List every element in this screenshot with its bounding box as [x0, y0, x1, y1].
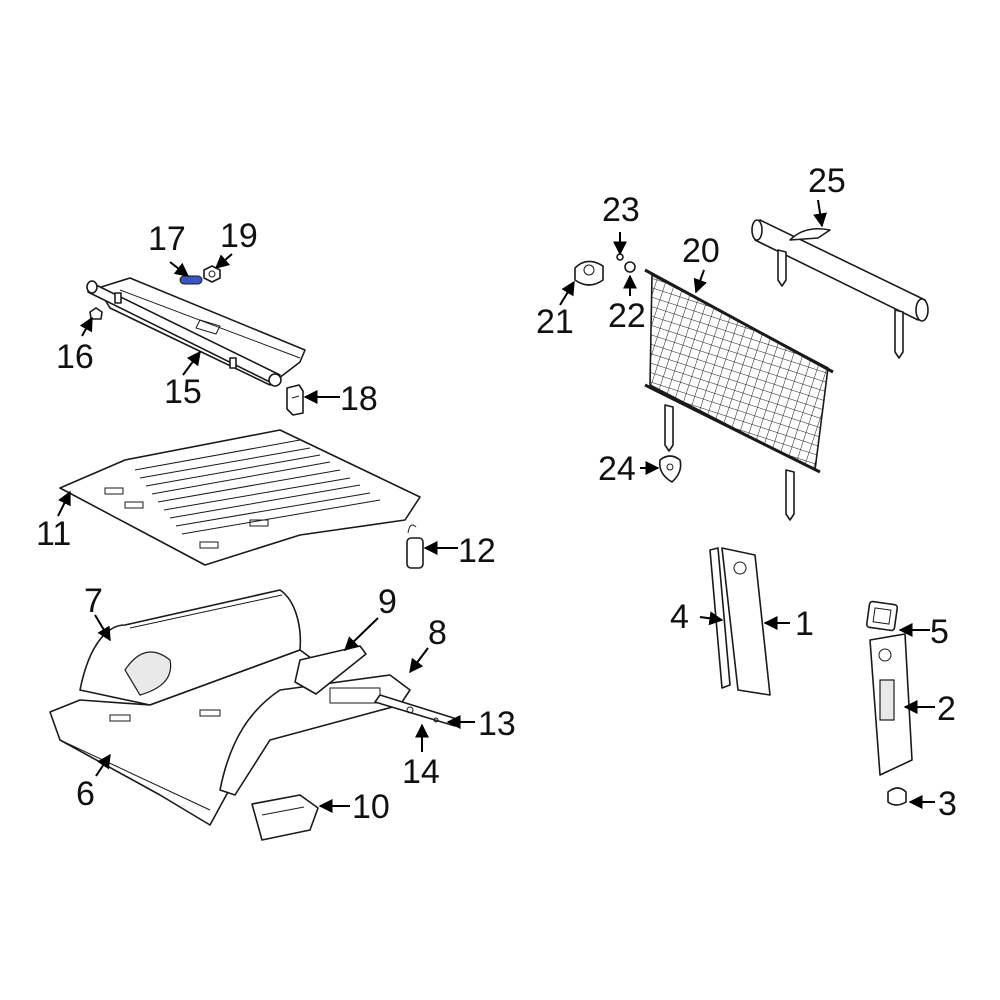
callout-3: 3 [938, 785, 957, 823]
callout-15: 15 [164, 373, 202, 411]
callout-14: 14 [402, 753, 440, 791]
callout-9: 9 [378, 583, 397, 621]
clip-part-19 [203, 265, 221, 283]
callout-6: 6 [76, 775, 95, 813]
vent-part-5 [865, 600, 899, 632]
cargo-net-part [644, 268, 834, 521]
callout-18: 18 [340, 380, 378, 418]
callout-2: 2 [937, 690, 956, 728]
callout-24: 24 [598, 450, 636, 488]
callout-20: 20 [682, 232, 720, 270]
callout-5: 5 [930, 613, 949, 651]
callout-8: 8 [428, 614, 447, 652]
pillar-trim-part-1 [721, 547, 771, 696]
bolt-part-14 [406, 706, 414, 714]
side-panel-part-7 [79, 589, 302, 706]
callout-17: 17 [148, 220, 186, 258]
floor-mat-part [59, 429, 421, 566]
callout-7: 7 [84, 582, 103, 620]
callout-1: 1 [795, 605, 814, 643]
callout-22: 22 [608, 297, 646, 335]
bracket-part-10 [251, 794, 319, 841]
clip-part-3 [887, 787, 907, 806]
mount-part-21 [574, 260, 604, 286]
hook-part-12 [406, 524, 424, 569]
leader-lines [57, 199, 935, 813]
callout-labels: 17 19 16 15 18 11 12 7 9 8 13 14 6 10 21… [36, 162, 957, 826]
callout-21: 21 [536, 303, 574, 341]
callout-10: 10 [352, 788, 390, 826]
callout-12: 12 [458, 532, 496, 570]
callout-11: 11 [36, 515, 71, 553]
callout-13: 13 [478, 705, 516, 743]
rail-part-13 [374, 694, 461, 727]
callout-25: 25 [808, 162, 846, 200]
grommet-part-24 [658, 455, 682, 483]
roller-cover-part [751, 219, 929, 359]
pillar-trim-part-2 [869, 633, 913, 776]
callout-4: 4 [670, 598, 689, 636]
screw-part-23 [616, 253, 624, 261]
clip-part-17 [179, 275, 203, 285]
callout-23: 23 [602, 191, 640, 229]
nut-part-22 [624, 261, 636, 273]
callout-16: 16 [56, 338, 94, 376]
cargo-cover-part [86, 277, 306, 387]
callout-19: 19 [220, 217, 258, 255]
trim-part-9 [294, 645, 367, 695]
bracket-part-18 [286, 384, 304, 416]
clip-part-16 [89, 307, 103, 320]
